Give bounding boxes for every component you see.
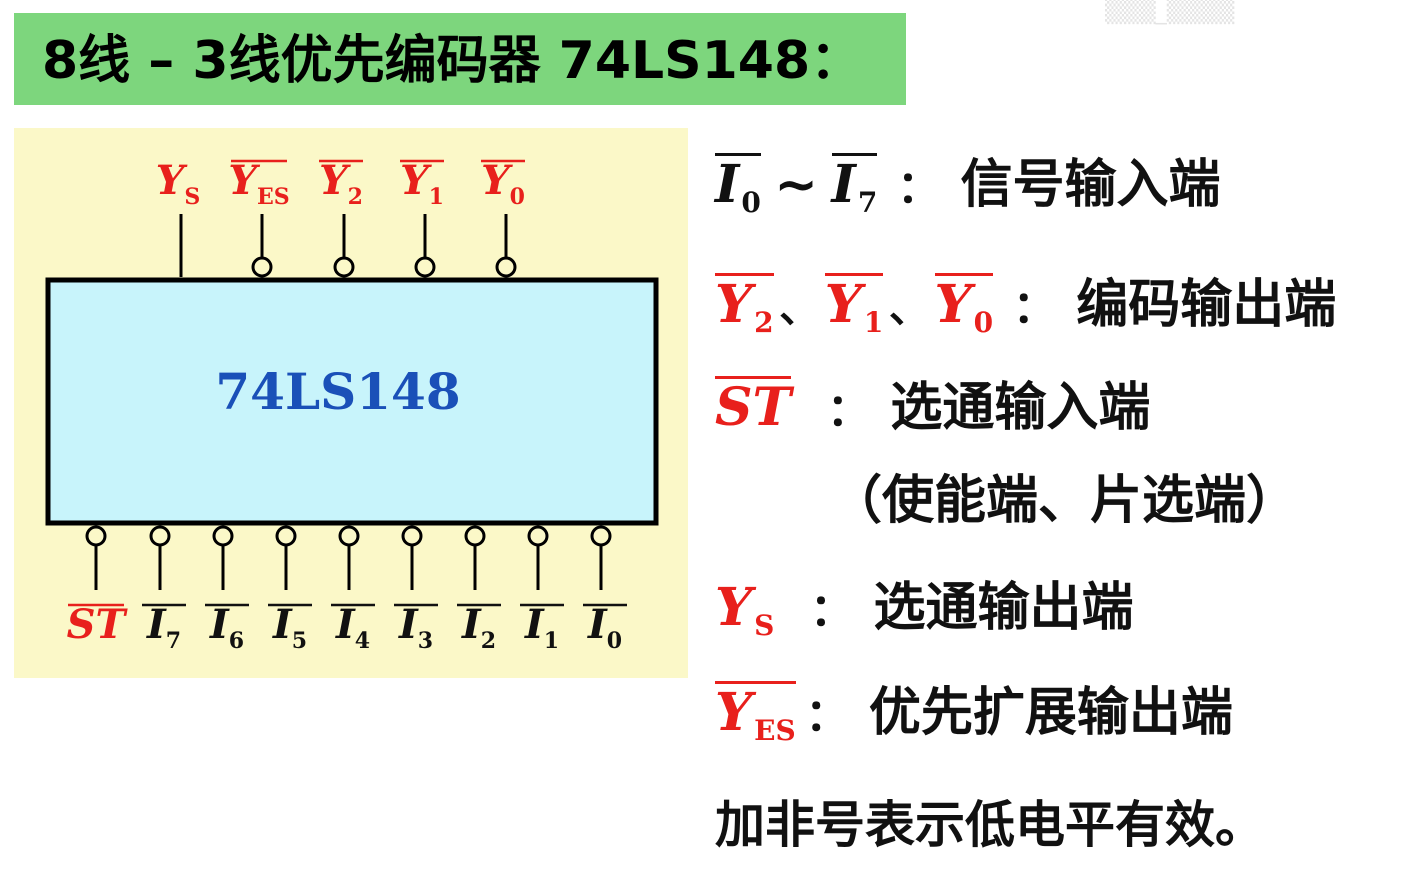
watermark: ▒▒▒_▒▒▒▒	[1105, 0, 1235, 25]
desc-yes: 优先扩展输出端	[868, 683, 1233, 743]
top-pin-2: Y2	[319, 157, 363, 278]
legend-row-outputs: Y2 、 Y1 、 Y0 ： 编码输出端	[715, 262, 1336, 353]
bottom-pin-label: ST	[67, 601, 129, 648]
desc-outputs: 编码输出端	[1076, 275, 1337, 335]
symbol-yes: YES	[715, 681, 796, 761]
top-pin-label: Y2	[319, 157, 363, 210]
bottom-pin-2: I6	[205, 525, 249, 654]
legend: I0 ~ I7 ： 信号输入端 Y2 、 Y1 、 Y0 ： 编码输出端 ST …	[715, 130, 1395, 860]
desc-inputs: 信号输入端	[960, 155, 1221, 215]
title-bar: 8线 – 3线优先编码器 74LS148：	[14, 13, 906, 105]
inversion-bubble	[85, 525, 107, 547]
legend-row-yes: YES ： 优先扩展输出端	[715, 670, 1233, 761]
legend-row-ys: YS ： 选通输出端	[715, 565, 1134, 656]
inversion-bubble	[590, 525, 612, 547]
top-pin-label: Y1	[400, 157, 444, 210]
bottom-pin-7: I1	[520, 525, 564, 654]
symbol-y1: Y1	[824, 273, 883, 353]
legend-row-st: ST ： 选通输入端	[715, 365, 1150, 440]
inversion-bubble	[275, 525, 297, 547]
top-pin-label: YS	[156, 157, 200, 210]
chip-label: 74LS148	[215, 362, 460, 421]
bottom-pin-0: ST	[67, 525, 129, 648]
top-pin-3: Y1	[400, 157, 444, 278]
colon: ：	[826, 385, 871, 436]
inversion-bubble	[212, 525, 234, 547]
sep-1: 、	[779, 286, 820, 332]
tilde: ~	[774, 155, 818, 215]
bottom-pin-6: I2	[457, 525, 501, 654]
inversion-bubble	[464, 525, 486, 547]
chip-body	[45, 277, 659, 526]
symbol-ys: YS	[715, 577, 775, 643]
top-pins: YS YES Y2 Y1 Y0	[156, 157, 525, 278]
bottom-pin-label: I6	[209, 601, 244, 654]
bottom-pin-5: I3	[394, 525, 438, 654]
top-pin-label: YES	[228, 157, 289, 210]
top-pin-1: YES	[228, 157, 290, 278]
inversion-bubble	[149, 525, 171, 547]
colon: ：	[809, 585, 854, 636]
bottom-pin-label: I0	[587, 601, 622, 654]
active-low-note: 加非号表示低电平有效。	[715, 796, 1265, 854]
colon: ：	[805, 690, 850, 741]
bottom-pins: ST I7 I6 I5 I4 I3 I2 I1 I0	[67, 525, 627, 654]
bottom-pin-label: I3	[398, 601, 433, 654]
inversion-bubble	[338, 525, 360, 547]
bottom-pin-3: I5	[268, 525, 312, 654]
bottom-pin-label: I1	[524, 601, 559, 654]
top-pin-0: YS	[156, 157, 200, 277]
inversion-bubble	[251, 256, 273, 278]
bottom-pin-8: I0	[583, 525, 627, 654]
legend-row-note: 加非号表示低电平有效。	[715, 785, 1265, 857]
top-pin-4: Y0	[481, 157, 525, 278]
inversion-bubble	[333, 256, 355, 278]
st-note: （使能端、片选端）	[830, 471, 1299, 531]
inversion-bubble	[401, 525, 423, 547]
legend-row-inputs: I0 ~ I7 ： 信号输入端	[715, 142, 1221, 233]
inversion-bubble	[495, 256, 517, 278]
inversion-bubble	[527, 525, 549, 547]
legend-row-st-note: （使能端、片选端）	[830, 458, 1298, 533]
diagram-panel: 74LS148 YS YES Y2 Y1 Y0 ST I7 I6 I5 I4 I3 I2 I1 I0	[14, 128, 688, 678]
inversion-bubble	[414, 256, 436, 278]
symbol-i7: I7	[831, 153, 877, 233]
bottom-pin-label: I4	[335, 601, 370, 654]
chip-diagram: 74LS148 YS YES Y2 Y1 Y0 ST I7 I6 I5 I4 I3 I2 I1 I0	[45, 157, 659, 654]
bottom-pin-label: I7	[146, 601, 181, 654]
desc-ys: 选通输出端	[873, 578, 1134, 638]
colon: ：	[896, 162, 941, 213]
colon: ：	[1012, 282, 1057, 333]
symbol-y0: Y0	[934, 273, 993, 353]
top-pin-label: Y0	[481, 157, 525, 210]
symbol-y2: Y2	[715, 273, 774, 353]
bottom-pin-label: I5	[272, 601, 307, 654]
bottom-pin-4: I4	[331, 525, 375, 654]
page-title: 8线 – 3线优先编码器 74LS148：	[42, 31, 863, 91]
symbol-st: ST	[715, 376, 792, 438]
desc-st: 选通输入端	[890, 378, 1151, 438]
symbol-i0: I0	[715, 153, 761, 233]
bottom-pin-label: I2	[461, 601, 496, 654]
sep-2: 、	[888, 286, 929, 332]
bottom-pin-1: I7	[142, 525, 186, 654]
